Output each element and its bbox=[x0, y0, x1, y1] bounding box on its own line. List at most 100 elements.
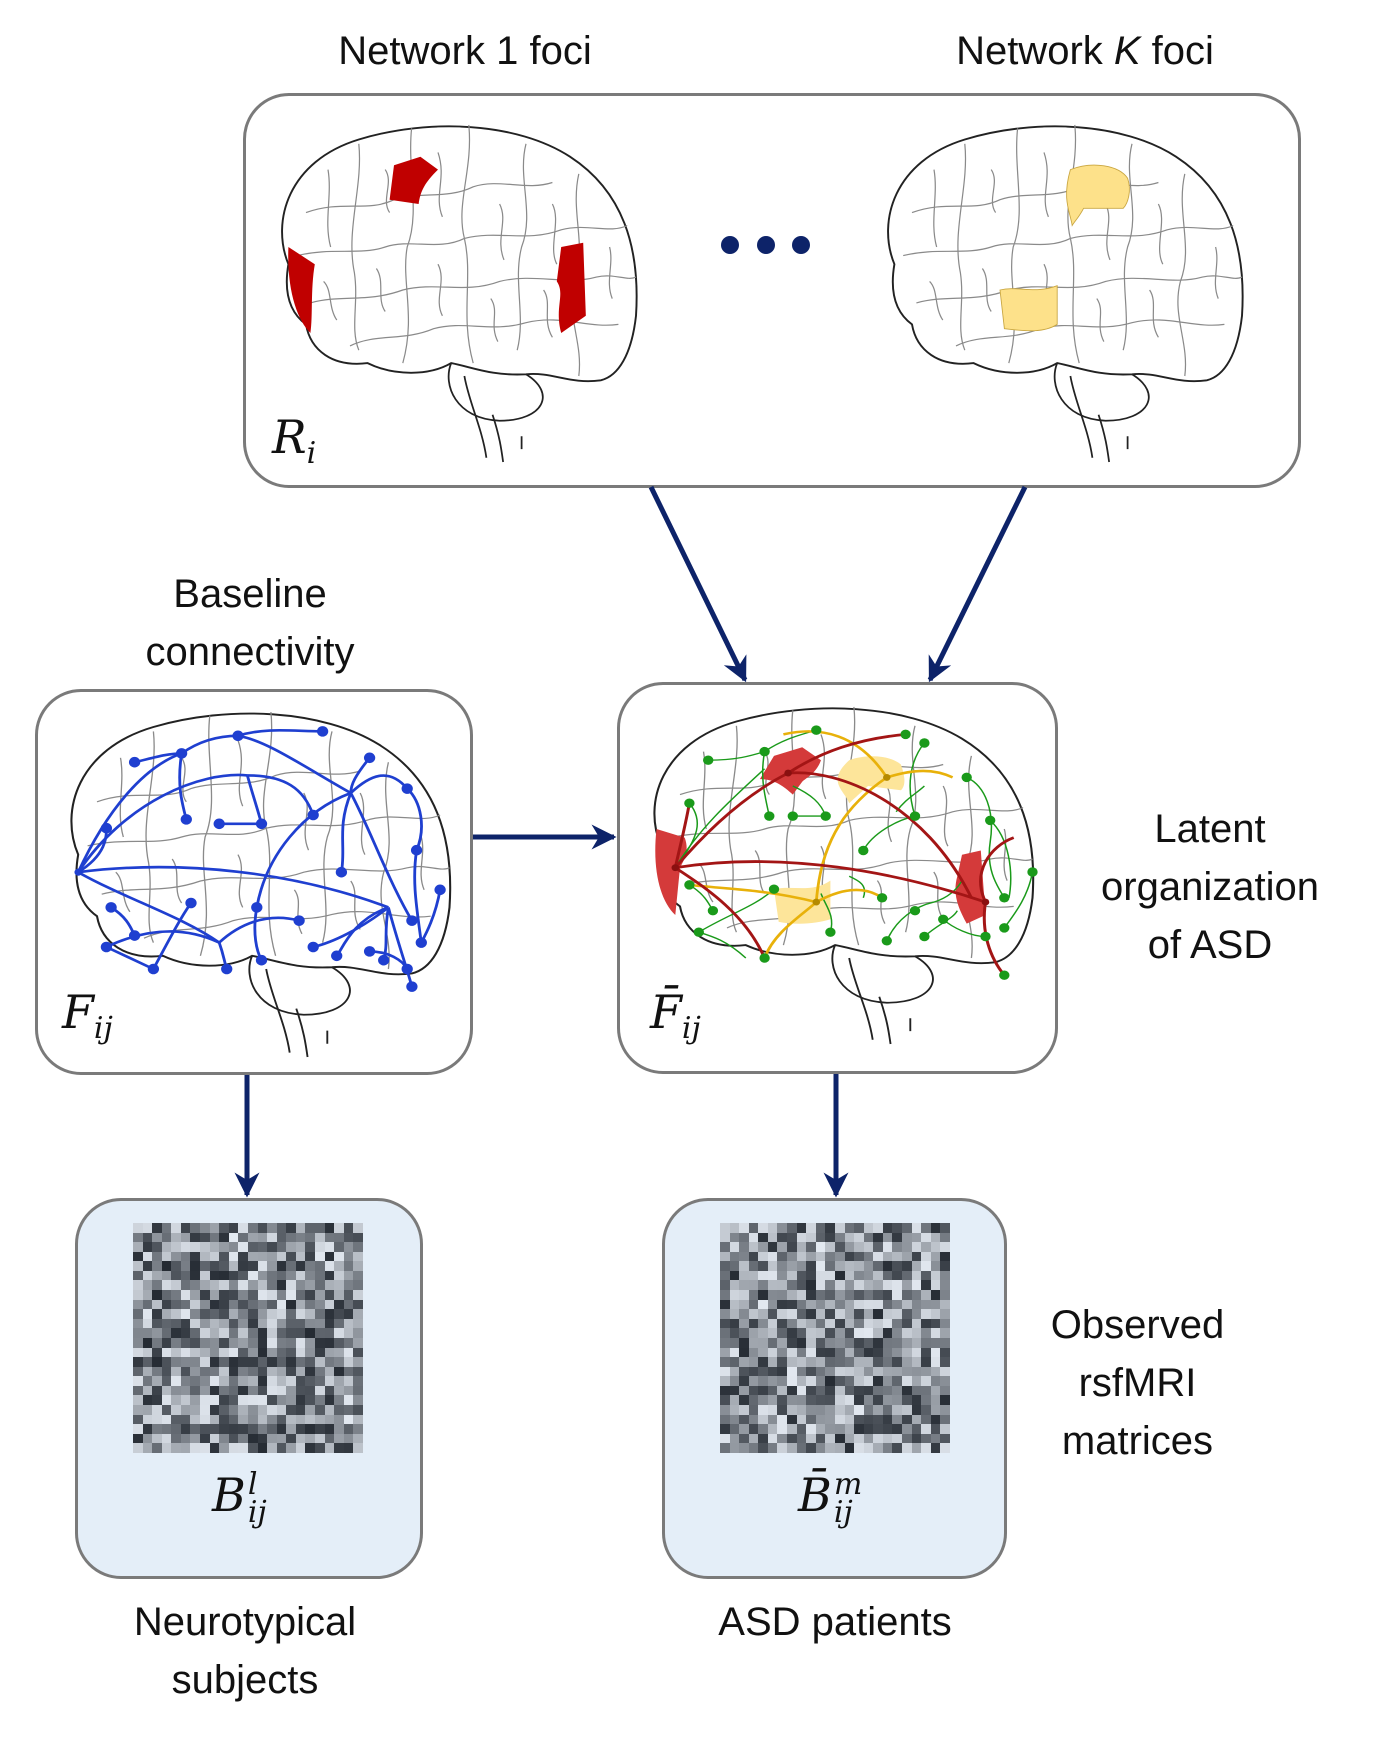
matrix-cell bbox=[267, 1251, 277, 1262]
matrix-cell bbox=[815, 1347, 826, 1358]
matrix-cell bbox=[343, 1318, 354, 1329]
matrix-cell bbox=[873, 1328, 883, 1338]
matrix-cell bbox=[844, 1347, 855, 1358]
matrix-cell bbox=[729, 1242, 740, 1252]
matrix-cell bbox=[892, 1414, 903, 1425]
matrix-cell bbox=[305, 1318, 316, 1329]
matrix-cell bbox=[267, 1337, 277, 1348]
matrix-cell bbox=[286, 1395, 296, 1406]
matrix-cell bbox=[353, 1251, 363, 1262]
matrix-cell bbox=[787, 1232, 797, 1243]
matrix-cell bbox=[739, 1299, 749, 1310]
matrix-cell bbox=[161, 1309, 172, 1319]
matrix-cell bbox=[854, 1366, 864, 1377]
matrix-cell bbox=[228, 1290, 239, 1300]
matrix-cell bbox=[152, 1337, 162, 1348]
matrix-cell bbox=[930, 1223, 941, 1233]
matrix-cell bbox=[815, 1232, 826, 1243]
matrix-cell bbox=[748, 1433, 759, 1444]
matrix-cell bbox=[902, 1251, 912, 1262]
matrix-cell bbox=[305, 1299, 316, 1310]
matrix-cell bbox=[247, 1280, 258, 1291]
matrix-cell bbox=[276, 1309, 287, 1319]
matrix-cell bbox=[873, 1443, 883, 1453]
matrix-cell bbox=[892, 1280, 903, 1291]
matrix-cell bbox=[863, 1318, 874, 1329]
matrix-cell bbox=[729, 1424, 740, 1434]
matrix-cell bbox=[152, 1223, 162, 1233]
matrix-cell bbox=[882, 1261, 893, 1271]
matrix-cell bbox=[882, 1251, 893, 1262]
matrix-cell bbox=[353, 1270, 363, 1281]
matrix-cell bbox=[892, 1395, 903, 1406]
matrix-cell bbox=[267, 1232, 277, 1243]
matrix-cell bbox=[247, 1433, 258, 1444]
matrix-cell bbox=[748, 1251, 759, 1262]
matrix-cell bbox=[315, 1337, 325, 1348]
matrix-cell bbox=[834, 1424, 845, 1434]
matrix-cell bbox=[863, 1366, 874, 1377]
matrix-cell bbox=[295, 1270, 306, 1281]
matrix-cell bbox=[295, 1357, 306, 1367]
matrix-cell bbox=[238, 1328, 248, 1338]
matrix-cell bbox=[834, 1242, 845, 1252]
matrix-cell bbox=[921, 1366, 931, 1377]
matrix-cell bbox=[286, 1232, 296, 1243]
matrix-cell bbox=[882, 1280, 893, 1291]
matrix-cell bbox=[200, 1376, 210, 1386]
matrix-cell bbox=[854, 1232, 864, 1243]
matrix-cell bbox=[758, 1385, 768, 1396]
matrix-cell bbox=[200, 1251, 210, 1262]
matrix-cell bbox=[343, 1223, 354, 1233]
matrix-cell bbox=[739, 1366, 749, 1377]
matrix-cell bbox=[806, 1251, 816, 1262]
matrix-cell bbox=[171, 1318, 181, 1329]
matrix-cell bbox=[882, 1424, 893, 1434]
matrix-cell bbox=[353, 1357, 363, 1367]
latent-caption-line1: Latent bbox=[1154, 807, 1266, 851]
matrix-cell bbox=[209, 1290, 220, 1300]
matrix-cell bbox=[834, 1414, 845, 1425]
matrix-cell bbox=[777, 1328, 788, 1338]
matrix-cell bbox=[276, 1290, 287, 1300]
matrix-cell bbox=[295, 1223, 306, 1233]
matrix-cell bbox=[305, 1290, 316, 1300]
matrix-cell bbox=[142, 1280, 153, 1291]
matrix-cell bbox=[276, 1433, 287, 1444]
matrix-cell bbox=[324, 1414, 335, 1425]
matrix-cell bbox=[787, 1405, 797, 1415]
matrix-cell bbox=[315, 1424, 325, 1434]
matrix-cell bbox=[190, 1395, 201, 1406]
matrix-cell bbox=[324, 1309, 335, 1319]
matrix-cell bbox=[825, 1318, 835, 1329]
matrix-cell bbox=[767, 1357, 778, 1367]
observed-caption-line3: matrices bbox=[1061, 1419, 1214, 1463]
matrix-cell bbox=[161, 1261, 172, 1271]
matrix-cell bbox=[180, 1242, 191, 1252]
matrix-cell bbox=[729, 1318, 740, 1329]
matrix-cell bbox=[930, 1347, 941, 1358]
matrix-cell bbox=[238, 1366, 248, 1377]
matrix-cell bbox=[219, 1337, 229, 1348]
matrix-cell bbox=[305, 1414, 316, 1425]
matrix-cell bbox=[209, 1337, 220, 1348]
matrix-cell bbox=[161, 1366, 172, 1377]
matrix-cell bbox=[777, 1414, 788, 1425]
matrix-cell bbox=[825, 1270, 835, 1281]
matrix-cell bbox=[142, 1270, 153, 1281]
matrix-cell bbox=[180, 1290, 191, 1300]
matrix-cell bbox=[854, 1223, 864, 1233]
matrix-cell bbox=[844, 1299, 855, 1310]
matrix-cell bbox=[133, 1424, 143, 1434]
matrix-cell bbox=[787, 1414, 797, 1425]
matrix-cell bbox=[295, 1405, 306, 1415]
matrix-cell bbox=[863, 1433, 874, 1444]
matrix-cell bbox=[815, 1433, 826, 1444]
matrix-cell bbox=[892, 1309, 903, 1319]
matrix-cell bbox=[767, 1309, 778, 1319]
matrix-cell bbox=[257, 1395, 268, 1406]
matrix-cell bbox=[902, 1242, 912, 1252]
matrix-cell bbox=[911, 1299, 922, 1310]
matrix-cell bbox=[238, 1414, 248, 1425]
matrix-cell bbox=[758, 1232, 768, 1243]
